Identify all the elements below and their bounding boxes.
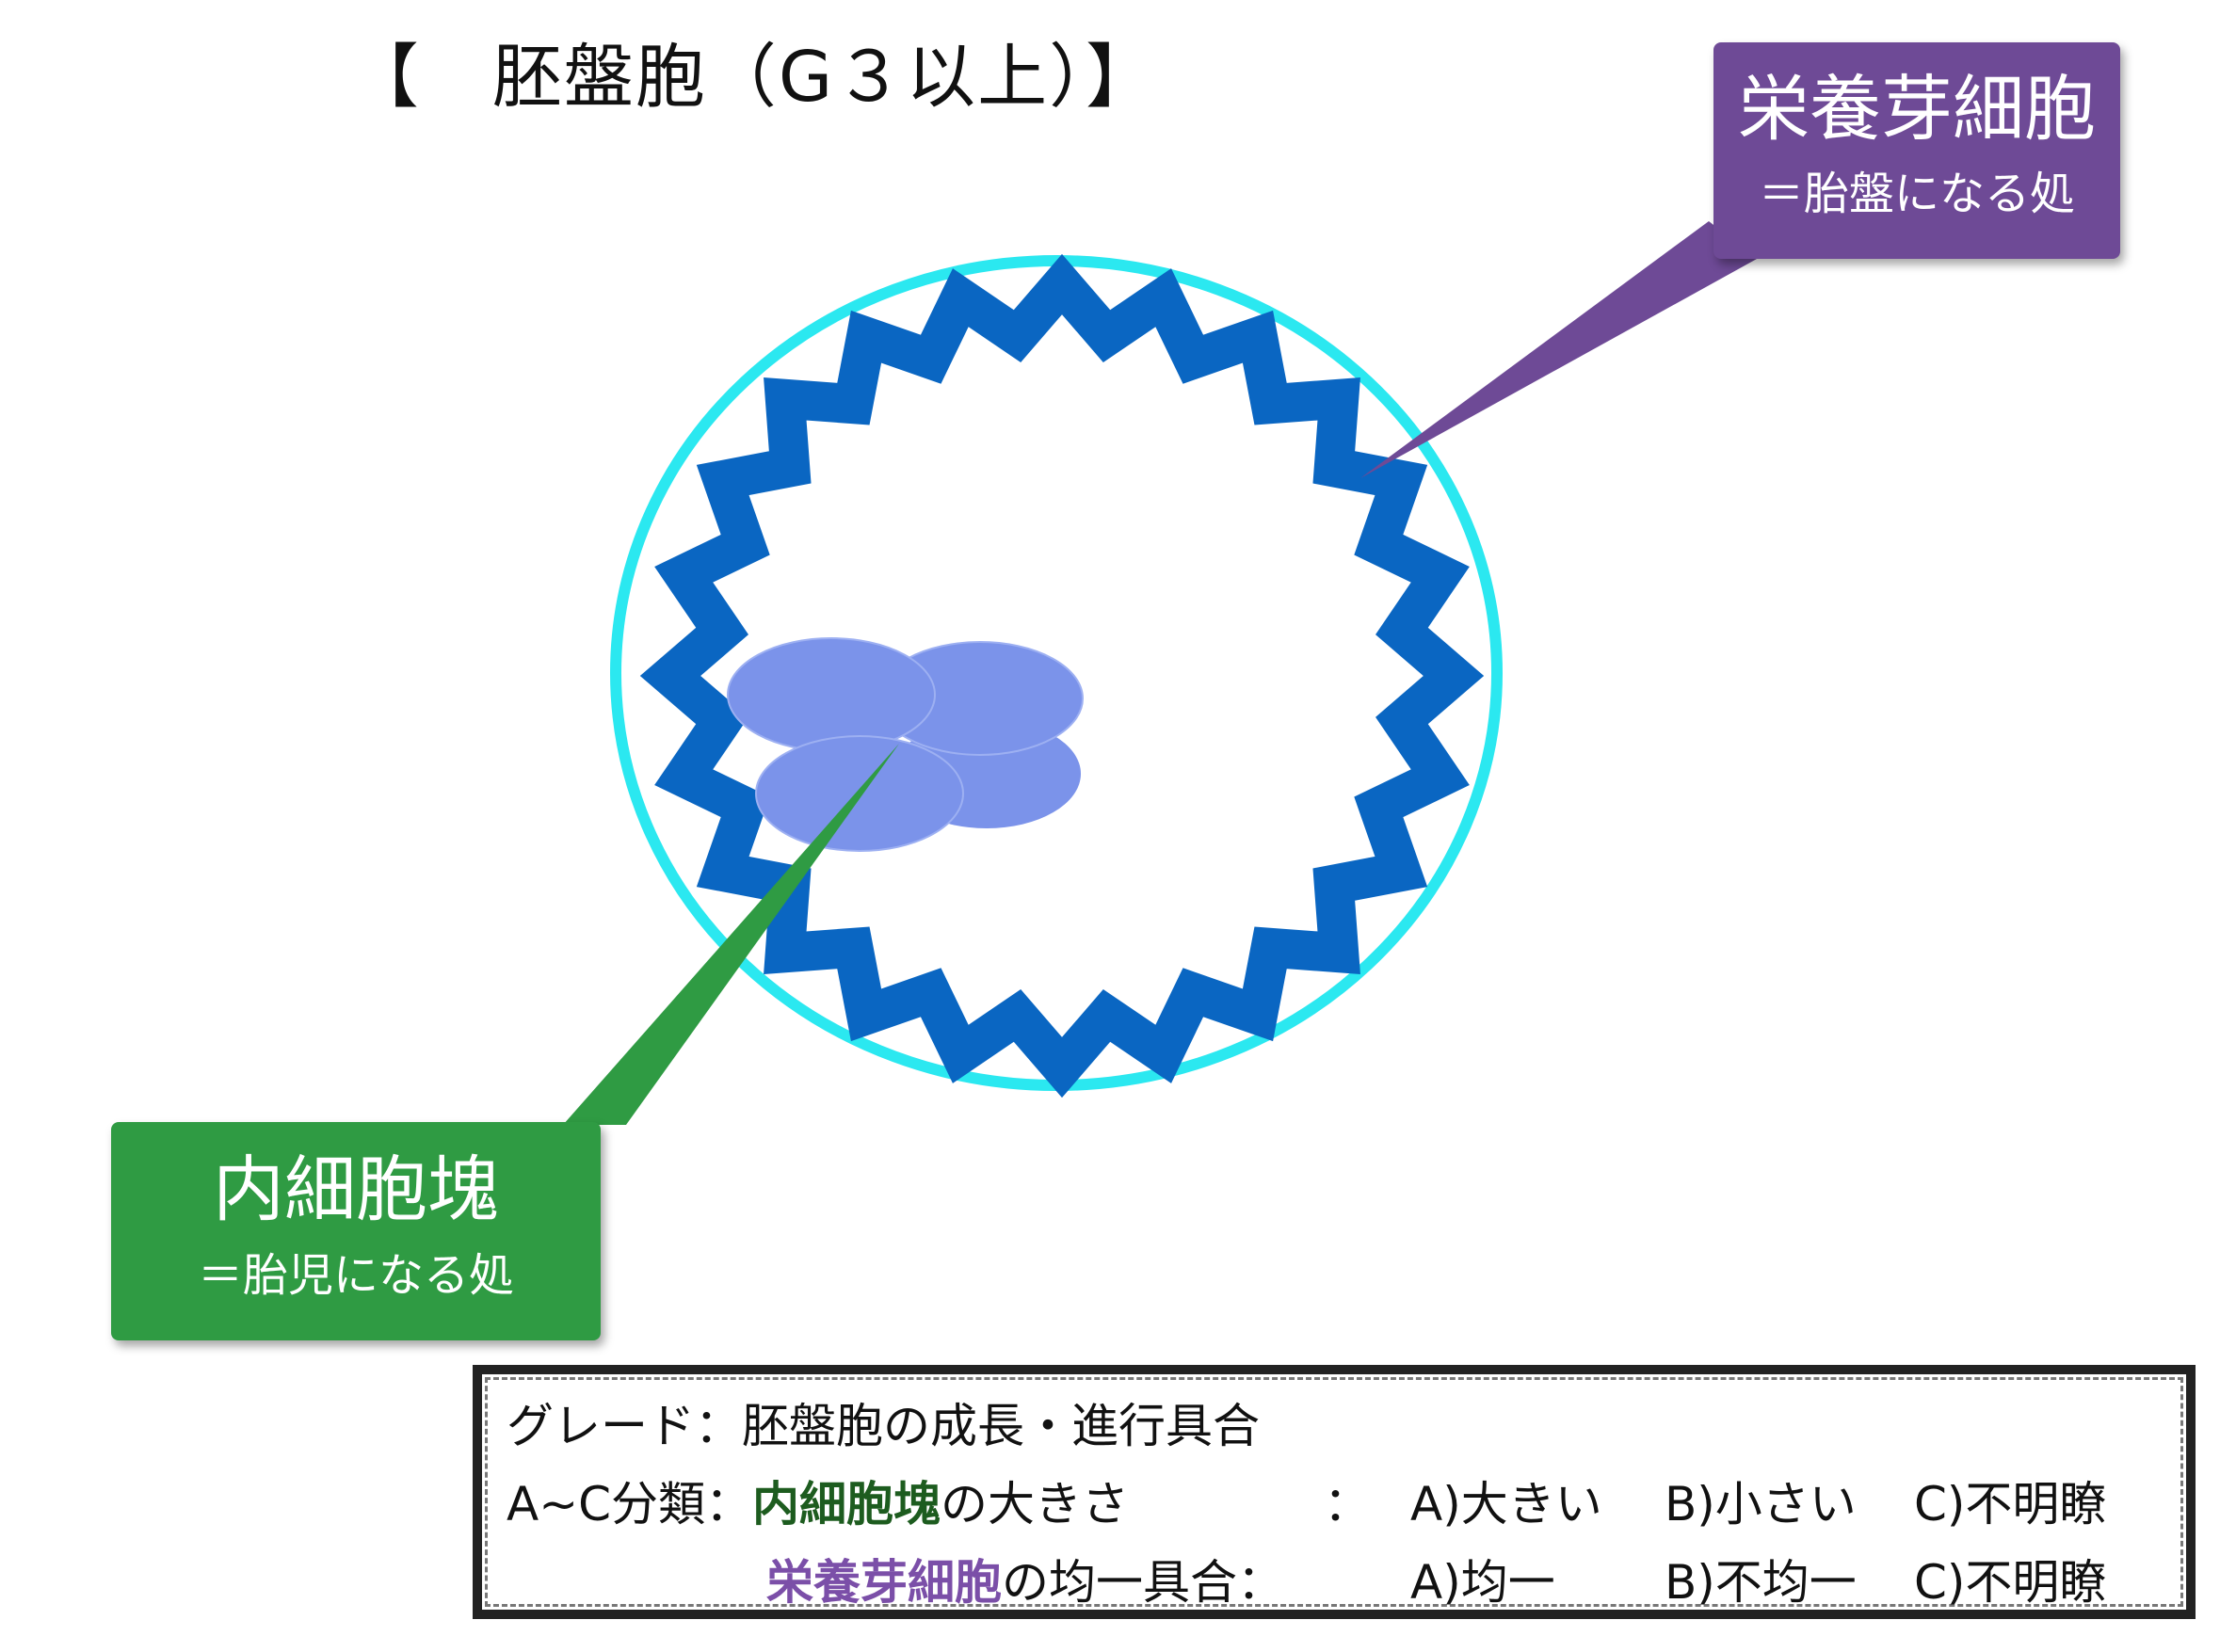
trophectoderm-callout: 栄養芽細胞 ＝胎盤になる処 bbox=[1713, 42, 2120, 259]
icm-grade-b: B)小さい bbox=[1665, 1477, 1857, 1532]
trophectoderm-note: ＝胎盤になる処 bbox=[1758, 168, 2075, 220]
icm-colon: ： bbox=[1324, 1477, 1371, 1532]
icm-grade-c: C)不明瞭 bbox=[1914, 1477, 2107, 1532]
icm-term: 内細胞塊 bbox=[752, 1477, 941, 1532]
inner-cell-mass-pointer bbox=[563, 744, 899, 1125]
trophectoderm-pointer bbox=[1360, 221, 1757, 478]
inner-cell-mass bbox=[727, 637, 1084, 852]
inner-cell-mass-note: ＝胎児になる処 bbox=[197, 1249, 514, 1302]
grade-label: グレード： bbox=[507, 1399, 742, 1453]
trophectoderm-label: 栄養芽細胞 bbox=[1738, 67, 2096, 151]
legend-row-te: 栄養芽細胞の均一具合： A)均一 B)不均一 C)不明瞭 bbox=[507, 1549, 2106, 1615]
legend-row-grade: グレード：胚盤胞の成長・進行具合 bbox=[507, 1393, 1260, 1459]
inner-cell-mass-label: 内細胞塊 bbox=[213, 1147, 499, 1231]
te-suffix: の均一具合： bbox=[1002, 1555, 1284, 1610]
te-grade-b: B)不均一 bbox=[1665, 1555, 1857, 1610]
inner-cell-mass-callout: 内細胞塊 ＝胎児になる処 bbox=[111, 1122, 601, 1340]
legend-row-icm: A~C分類：内細胞塊の大きさ ： A)大きい B)小さい C)不明瞭 bbox=[507, 1471, 2106, 1537]
icm-cell bbox=[727, 637, 936, 752]
grade-desc: 胚盤胞の成長・進行具合 bbox=[742, 1399, 1260, 1453]
te-grade-c: C)不明瞭 bbox=[1914, 1555, 2107, 1610]
trophectoderm-ring bbox=[639, 253, 1485, 1099]
icm-suffix: の大きさ bbox=[941, 1477, 1130, 1532]
te-term: 栄養芽細胞 bbox=[766, 1555, 1002, 1610]
page-title: 【 胚盤胞（G３以上）】 bbox=[348, 37, 1158, 118]
te-grade-a: A)均一 bbox=[1410, 1555, 1555, 1610]
icm-grade-a: A)大きい bbox=[1410, 1477, 1602, 1532]
class-label: A~C分類： bbox=[507, 1477, 753, 1532]
legend-box: グレード：胚盤胞の成長・進行具合 A~C分類：内細胞塊の大きさ ： A)大きい … bbox=[473, 1365, 2196, 1619]
